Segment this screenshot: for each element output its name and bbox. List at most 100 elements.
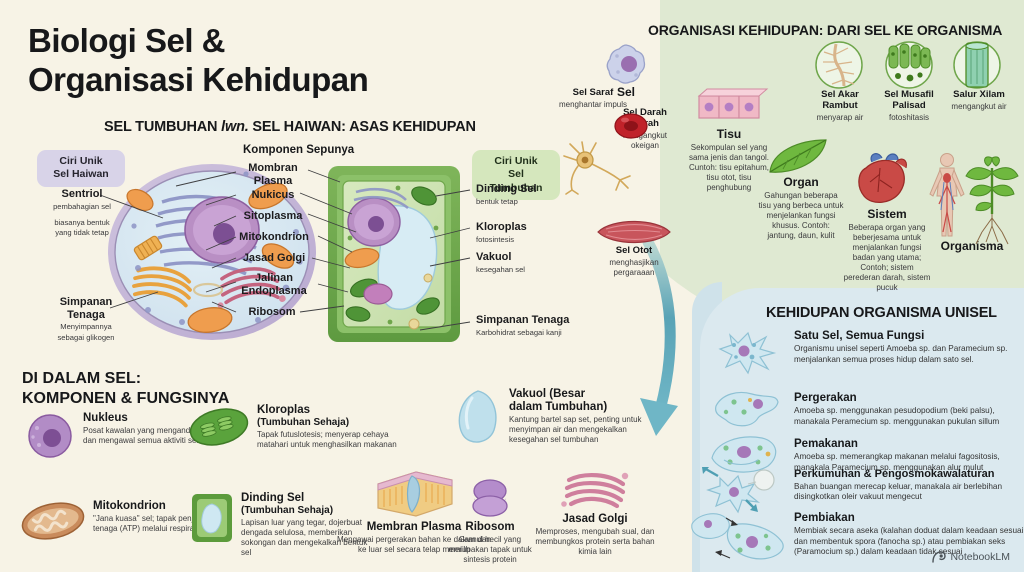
org-item-sel-akar-rambut: Sel Akar Rambut menyarap air	[808, 89, 872, 123]
label-sentriol-title: Sentriol	[61, 188, 103, 200]
label-text: Endoplasma	[241, 284, 307, 297]
mitochondrion-icon	[21, 502, 85, 540]
unicell-panel-background	[700, 288, 1024, 572]
label-simpanan-desc2: sebagai glikogen	[57, 332, 115, 342]
flow-arrow-icon	[640, 236, 678, 436]
page-title-line2: Organisasi Kehidupan	[28, 60, 369, 98]
organelle-desc: "Jana kuasa" sel; tapak penjanaan tenaga…	[93, 514, 216, 534]
label-text: Nukicus	[251, 189, 295, 201]
membrane-icon	[377, 471, 453, 517]
organelle-subname: dalam Tumbuhan)	[509, 400, 608, 413]
inside-heading-line1: DI DALAM SEL:	[22, 370, 142, 387]
badge-plant-line1: Ciri Unik	[494, 155, 538, 167]
chloroplast-icon	[189, 408, 249, 446]
unicell-desc: Organismu unisel seperti Amoeba sp. dan …	[794, 344, 1008, 364]
label-text: Sitoplasma	[243, 210, 303, 222]
unicell-title: Satu Sel, Semua Fungsi	[794, 330, 925, 342]
unicell-title: Pembiakan	[794, 512, 855, 524]
label-nukleus: Nukicus	[238, 189, 308, 202]
organelle-desc: Memproses, mengubah sual, dan membungkos…	[535, 527, 655, 557]
organelle-desc: Posat kawalan yang mengandungi DNA dan m…	[83, 426, 224, 446]
label-membran-plasma: Mombran Plasma	[238, 162, 308, 187]
label-simpanan-tenaga-animal: Simpanan Tenaga Menyimpannya sebagai gli…	[36, 296, 136, 342]
org-item-sistem: Sistem Beberapa organ yang beberjesama u…	[842, 207, 932, 293]
organelle-desc: Tapak futuslotesis; menyerap cehaya mata…	[257, 429, 397, 449]
red-blood-cell-icon	[614, 113, 648, 139]
org-item-desc: fotoshitasis	[888, 112, 930, 122]
org-item-name2: Palisad	[892, 99, 926, 111]
xylem-icon	[953, 41, 1001, 89]
label-text: Plasma	[253, 174, 293, 187]
unicell-desc: Membiak secara aseka (kalahan doduat dal…	[794, 526, 1024, 557]
org-item-desc: menghantar impuls	[558, 99, 628, 109]
page-title: Biologi Sel & Organisasi Kehidupan	[28, 22, 488, 100]
section-heading-cells: SEL TUMBUHAN lwn. SEL HAIWAN: ASAS KEHID…	[104, 119, 476, 135]
organelle-name: Mitokondrion	[93, 500, 166, 512]
plant-cell-illustration	[328, 166, 460, 342]
badge-plant-cell: Ciri Unik Sel Tumbuhan	[472, 150, 560, 201]
org-item-name: Salur Xilam	[953, 89, 1005, 100]
tissue-icon	[697, 88, 769, 119]
section-heading-organisation: ORGANISASI KEHIDUPAN: DARI SEL KE ORGANI…	[648, 22, 1003, 38]
organelle-card-vakuol: Vakuol (Besar dalam Tumbuhan) Kantung ba…	[452, 388, 662, 446]
badge-animal-line1: Ciri Unik	[59, 155, 103, 167]
label-text: Simpanan Tenaga	[476, 314, 570, 326]
label-vakuol: Vakuol kesegahan sel	[476, 251, 586, 274]
unicell-title: Perkumuhan & Pengosmokawalaturan	[794, 468, 995, 480]
label-sentriol-desc2: biasanya bentuk	[54, 218, 110, 228]
label-simpanan-title1: Simpanan	[59, 296, 113, 308]
golgi-icon	[561, 472, 629, 509]
org-item-desc: Sekompulan sel yang sama jenis dan tango…	[688, 142, 770, 192]
label-desc: kesegahan sel	[476, 264, 525, 274]
organelle-card-ribosom: Ribosom Granul hecil yang merupakan tapa…	[438, 478, 542, 565]
badge-animal-cell: Ciri Unik Sel Haiwan	[37, 150, 125, 187]
organelle-desc: Kantung bartel sap set, penting untuk me…	[509, 415, 642, 445]
label-dinding-sel: Dinding Sel bentuk tetap	[476, 183, 586, 206]
binary-fission-icon	[691, 513, 784, 560]
organelle-name: Nukleus	[83, 412, 128, 424]
org-item-desc: menyarap air	[816, 112, 864, 122]
cell-diagram-illustration	[108, 164, 460, 342]
organelle-card-membran-plasma: Membran Plasma Mengawai pergerakan bahan…	[334, 470, 494, 555]
badge-animal-line2: Sel Haiwan	[53, 168, 109, 181]
section-heading-unicell: KEHIDUPAN ORGANISMA UNISEL	[766, 305, 997, 321]
unicell-item-pemakanan: Pemakanan Amoeba sp. memerangkap makanan…	[794, 438, 1020, 473]
amoeba-excretion-icon	[702, 466, 775, 514]
page-title-line1: Biologi Sel &	[28, 22, 226, 59]
org-item-name: Sel	[616, 85, 635, 99]
paramecium-icon	[711, 436, 777, 473]
palisade-icon	[885, 41, 933, 89]
root-hair-icon	[815, 41, 863, 89]
org-item-name: Organisma	[940, 239, 1004, 253]
label-kloroplas: Kloroplas fotosintesis	[476, 221, 586, 244]
label-ribosom: Ribosom	[238, 306, 306, 319]
organelle-card-kloroplas: Kloroplas (Tumbuhan Sehaja) Tapak futusl…	[188, 404, 398, 450]
organelle-name: Jasad Golgi	[562, 513, 628, 525]
label-text: Jasad Golgi	[242, 252, 306, 264]
unicell-item-perkumuhan: Perkumuhan & Pengosmokawalaturan Bahan b…	[794, 468, 1024, 502]
org-item-sel: Sel	[596, 42, 656, 100]
organelle-name: Kloroplas	[257, 404, 311, 416]
organelle-card-nukleus: Nukleus Posat kawalan yang mengandungi D…	[24, 412, 224, 460]
unicell-title: Pemakanan	[794, 438, 858, 450]
org-item-name: Sel Darah	[623, 107, 667, 118]
amoeba-moving-icon	[715, 391, 779, 427]
unicell-desc: Amoeba sp. menggunakan pesudopodium (bek…	[794, 406, 1000, 426]
org-item-sel-saraf: Sel Saraf menghantar impuls	[556, 87, 630, 110]
heart-icon	[858, 153, 907, 203]
unicell-item-satu-sel: Satu Sel, Semua Fungsi Organismu unisel …	[794, 330, 1022, 365]
label-sentriol-desc: pembahagian sel	[53, 201, 111, 211]
organism-icon	[929, 153, 965, 237]
org-item-desc: Gahungan beberapa tisu yang berbeca untu…	[758, 190, 844, 240]
org-item-desc: mengangkut air	[951, 101, 1007, 111]
label-mitokondrion: Mitokondrion	[228, 231, 320, 244]
label-text: Kloroplas	[476, 221, 527, 233]
organelle-name: Membran Plasma	[366, 521, 462, 533]
section-heading-inside-cell: DI DALAM SEL: KOMPONEN & FUNGSINYA	[22, 369, 302, 408]
label-jasad-golgi: Jasad Golgi	[232, 252, 316, 265]
org-item-name: Tisu	[716, 127, 742, 141]
org-item-name: Sel Otot	[615, 245, 653, 256]
label-text: Ribosom	[248, 306, 296, 318]
